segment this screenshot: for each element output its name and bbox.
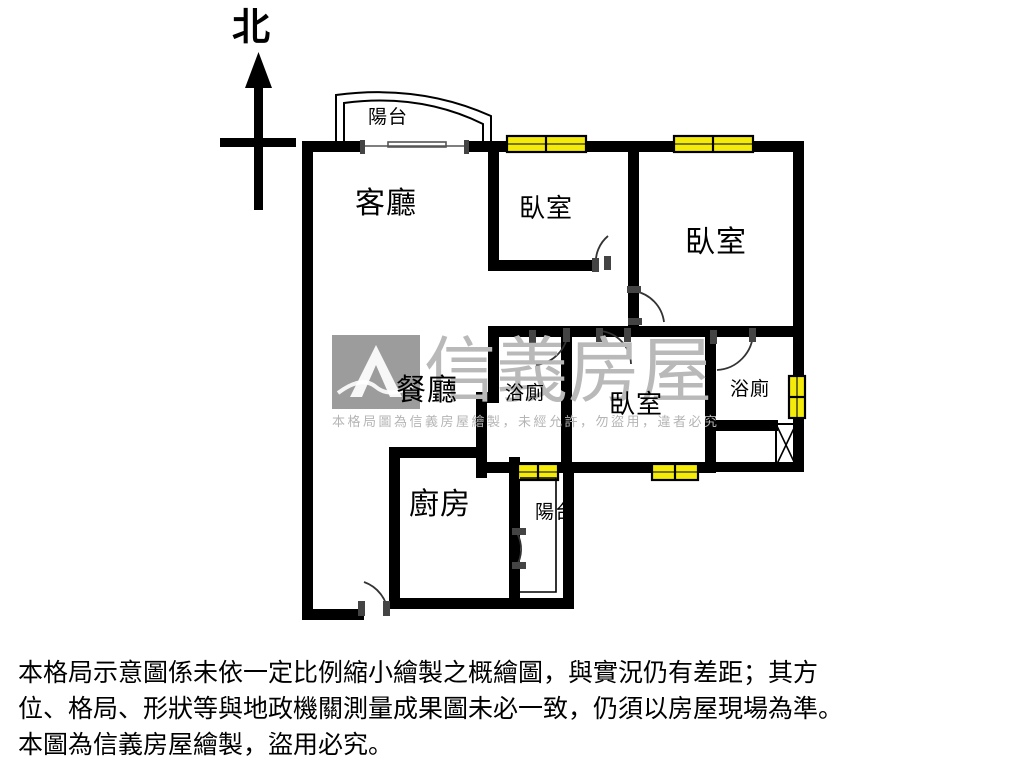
- door-bedroom-1-icon: [592, 235, 611, 272]
- window-kitchen-icon: [516, 462, 560, 482]
- door-kitchen-balcony-icon: [512, 528, 526, 569]
- door-bathroom-2-icon: [710, 328, 756, 371]
- disclaimer-line-3: 本圖為信義房屋繪製，盜用必究。: [18, 730, 394, 759]
- room-label-rear-balcony: 陽台: [535, 501, 576, 523]
- doors-group: [358, 235, 756, 616]
- disclaimer-line-1: 本格局示意圖係未依一定比例縮小繪製之概繪圖，與實況仍有差距；其方: [18, 658, 819, 687]
- rear-balcony-outline: [520, 477, 557, 593]
- door-bathroom-1-icon: [529, 328, 570, 366]
- front-balcony-door-jambs: [360, 140, 469, 154]
- room-label-bedroom-2: 臥室: [685, 225, 747, 260]
- room-label-kitchen: 廚房: [409, 487, 471, 522]
- window-bathroom-2-icon: [787, 374, 807, 420]
- door-main-entrance-icon: [358, 581, 390, 616]
- room-label-front-balcony: 陽台: [368, 106, 409, 128]
- door-bedroom-2-icon: [627, 286, 665, 325]
- pipe-shaft-x-icon: [775, 423, 797, 467]
- disclaimer-line-2: 位、格局、形狀等與地政機關測量成果圖未必一致，仍須以房屋現場為準。: [18, 694, 844, 723]
- window-bedroom-2-icon: [672, 134, 755, 154]
- room-label-bedroom-3: 臥室: [609, 390, 664, 420]
- room-label-dining-room: 餐廳: [396, 373, 458, 408]
- compass-label: 北: [232, 5, 271, 49]
- room-label-living-room: 客廳: [355, 186, 417, 221]
- north-arrow-icon: [220, 52, 296, 210]
- room-label-bathroom-1: 浴廁: [505, 382, 546, 404]
- room-label-bathroom-2: 浴廁: [730, 378, 771, 400]
- window-bedroom-1-icon: [505, 134, 588, 154]
- living-room-sliding-door-icon: [363, 141, 467, 148]
- window-bedroom-3-icon: [650, 462, 700, 482]
- room-label-bedroom-1: 臥室: [519, 194, 574, 224]
- windows-group: [505, 134, 807, 482]
- disclaimer-text: 本格局示意圖係未依一定比例縮小繪製之概繪圖，與實況仍有差距；其方 位、格局、形狀…: [18, 655, 1008, 763]
- front-balcony-outline: [335, 91, 492, 147]
- door-bedroom-3-icon: [596, 328, 632, 365]
